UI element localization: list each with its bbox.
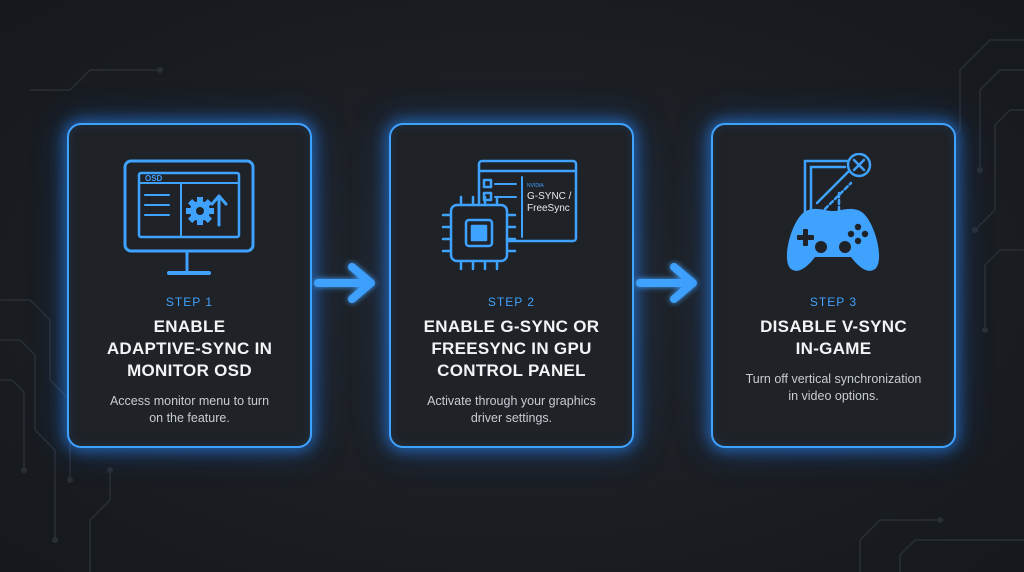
step-title: ENABLE G-SYNC OR FREESYNC IN GPU CONTROL… bbox=[401, 316, 622, 382]
step-card-2: NVIDIA G-SYNC / FreeSync bbox=[389, 123, 634, 448]
step-title-line: CONTROL PANEL bbox=[437, 361, 586, 380]
step-desc-line: in video options. bbox=[788, 389, 879, 403]
step-description: Activate through your graphics driver se… bbox=[405, 393, 618, 427]
step-desc-line: on the feature. bbox=[149, 411, 230, 425]
step-title-line: MONITOR OSD bbox=[127, 361, 252, 380]
step-label: STEP 2 bbox=[487, 295, 536, 309]
step-title: DISABLE V-SYNC IN-GAME bbox=[723, 316, 944, 360]
step-label: STEP 1 bbox=[165, 295, 214, 309]
step-label: STEP 3 bbox=[809, 295, 858, 309]
gamepad-vsync-off-icon bbox=[786, 153, 880, 271]
step-desc-line: Access monitor menu to turn bbox=[109, 394, 270, 408]
monitor-osd-icon: OSD bbox=[123, 159, 255, 275]
step-description: Turn off vertical synchronization in vid… bbox=[727, 371, 940, 405]
step-title-line: ADAPTIVE-SYNC IN bbox=[106, 339, 273, 358]
close-icon bbox=[846, 153, 872, 178]
osd-label: OSD bbox=[145, 174, 163, 183]
step-desc-line: Turn off vertical synchronization bbox=[745, 372, 922, 386]
step-desc-line: driver settings. bbox=[470, 411, 553, 425]
step-title: ENABLE ADAPTIVE-SYNC IN MONITOR OSD bbox=[79, 316, 300, 382]
step-title-line: ENABLE bbox=[153, 317, 226, 336]
arrow-right-icon bbox=[314, 263, 375, 303]
freesync-label: FreeSync bbox=[527, 203, 570, 214]
step-title-line: ENABLE G-SYNC OR bbox=[423, 317, 600, 336]
svg-text:NVIDIA: NVIDIA bbox=[527, 183, 544, 189]
step-card-3: STEP 3 DISABLE V-SYNC IN-GAME Turn off v… bbox=[711, 123, 956, 448]
step-title-line: FREESYNC IN GPU bbox=[431, 339, 592, 358]
step-desc-line: Activate through your graphics bbox=[427, 394, 596, 408]
gpu-control-panel-icon: NVIDIA G-SYNC / FreeSync bbox=[441, 159, 578, 271]
step-card-1: OSD STEP 1 ENABLE ADAPTIVE-SYNC IN MONIT… bbox=[67, 123, 312, 448]
gsync-label: G-SYNC / bbox=[527, 191, 572, 202]
step-title-line: IN-GAME bbox=[795, 339, 872, 358]
step-title-line: DISABLE V-SYNC bbox=[760, 317, 907, 336]
step-description: Access monitor menu to turn on the featu… bbox=[83, 393, 296, 427]
arrow-right-icon bbox=[636, 263, 697, 303]
